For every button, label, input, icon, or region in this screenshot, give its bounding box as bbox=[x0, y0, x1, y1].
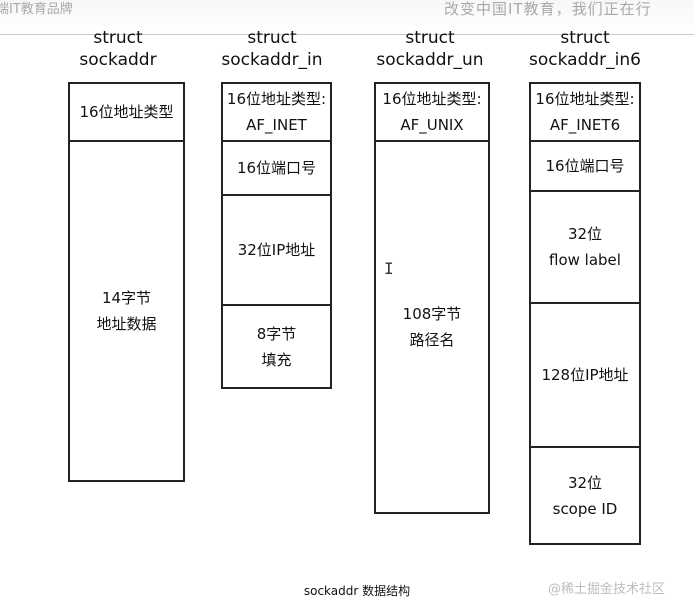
field-label: 8字节 bbox=[256, 324, 297, 343]
struct-layout-box: 16位地址类型 14字节地址数据 bbox=[68, 82, 185, 482]
field-label: 32位IP地址 bbox=[237, 241, 316, 259]
field-label: 108字节 bbox=[402, 305, 462, 323]
struct-title: struct sockaddr_un bbox=[376, 28, 484, 70]
struct-title: struct sockaddr bbox=[79, 28, 157, 70]
field-label: 16位地址类型: bbox=[535, 90, 635, 108]
struct-layout-box: 16位地址类型: AF_INET 16位端口号 32位IP地址 8字节填充 bbox=[221, 82, 332, 389]
struct-layout-box: 16位地址类型: AF_UNIX 108字节路径名 bbox=[374, 82, 490, 514]
field-cell: 16位地址类型: AF_INET bbox=[223, 84, 330, 142]
field-cell: 16位端口号 bbox=[223, 142, 330, 196]
field-label: 路径名 bbox=[409, 331, 455, 349]
field-label: AF_UNIX bbox=[400, 116, 464, 134]
field-cell: 16位地址类型: AF_UNIX bbox=[376, 84, 488, 142]
field-cell: 108字节路径名 bbox=[376, 142, 488, 512]
figure-caption: sockaddr 数据结构 bbox=[303, 584, 411, 598]
field-label: 14字节 bbox=[101, 289, 152, 307]
field-cell: 32位 flow label bbox=[531, 192, 639, 304]
field-cell: 128位IP地址 bbox=[531, 304, 639, 448]
field-label: 16位地址类型: bbox=[226, 90, 327, 108]
watermark: @稀土掘金技术社区 bbox=[548, 582, 666, 597]
field-label: 16位端口号 bbox=[545, 157, 625, 175]
field-label: scope ID bbox=[552, 499, 618, 518]
field-label: 32位 bbox=[567, 473, 603, 492]
field-label: flow label bbox=[549, 251, 621, 269]
field-label: 地址数据 bbox=[96, 315, 157, 333]
field-cell: 32位IP地址 bbox=[223, 196, 330, 306]
struct-title: struct sockaddr_in bbox=[221, 28, 323, 70]
field-cell: 16位地址类型: AF_INET6 bbox=[531, 84, 639, 142]
field-cell: 16位端口号 bbox=[531, 142, 639, 192]
struct-layout-box: 16位地址类型: AF_INET6 16位端口号 32位 flow label 128位I… bbox=[529, 82, 641, 545]
field-cell: 32位 scope ID bbox=[531, 448, 639, 543]
field-label: 16位地址类型 bbox=[79, 103, 174, 121]
banner-left-text: 端IT教育品牌 bbox=[0, 2, 73, 17]
field-cell: 8字节填充 bbox=[223, 306, 330, 387]
field-label: 32位 bbox=[567, 225, 603, 243]
field-label: 128位IP地址 bbox=[541, 366, 629, 384]
field-cell: 16位地址类型 bbox=[70, 84, 183, 142]
field-label: 16位地址类型: bbox=[382, 90, 482, 108]
field-label: 16位端口号 bbox=[236, 159, 317, 177]
field-label: AF_INET bbox=[246, 116, 307, 134]
banner-right-text: 改变中国IT教育，我们正在行 bbox=[444, 0, 652, 18]
struct-title: struct sockaddr_in6 bbox=[529, 28, 641, 70]
top-banner: 端IT教育品牌 改变中国IT教育，我们正在行 bbox=[0, 0, 694, 35]
field-label: AF_INET6 bbox=[549, 116, 621, 134]
field-cell: 14字节地址数据 bbox=[70, 142, 183, 480]
field-label: 填充 bbox=[261, 350, 292, 369]
text-cursor-icon: I bbox=[384, 259, 394, 278]
